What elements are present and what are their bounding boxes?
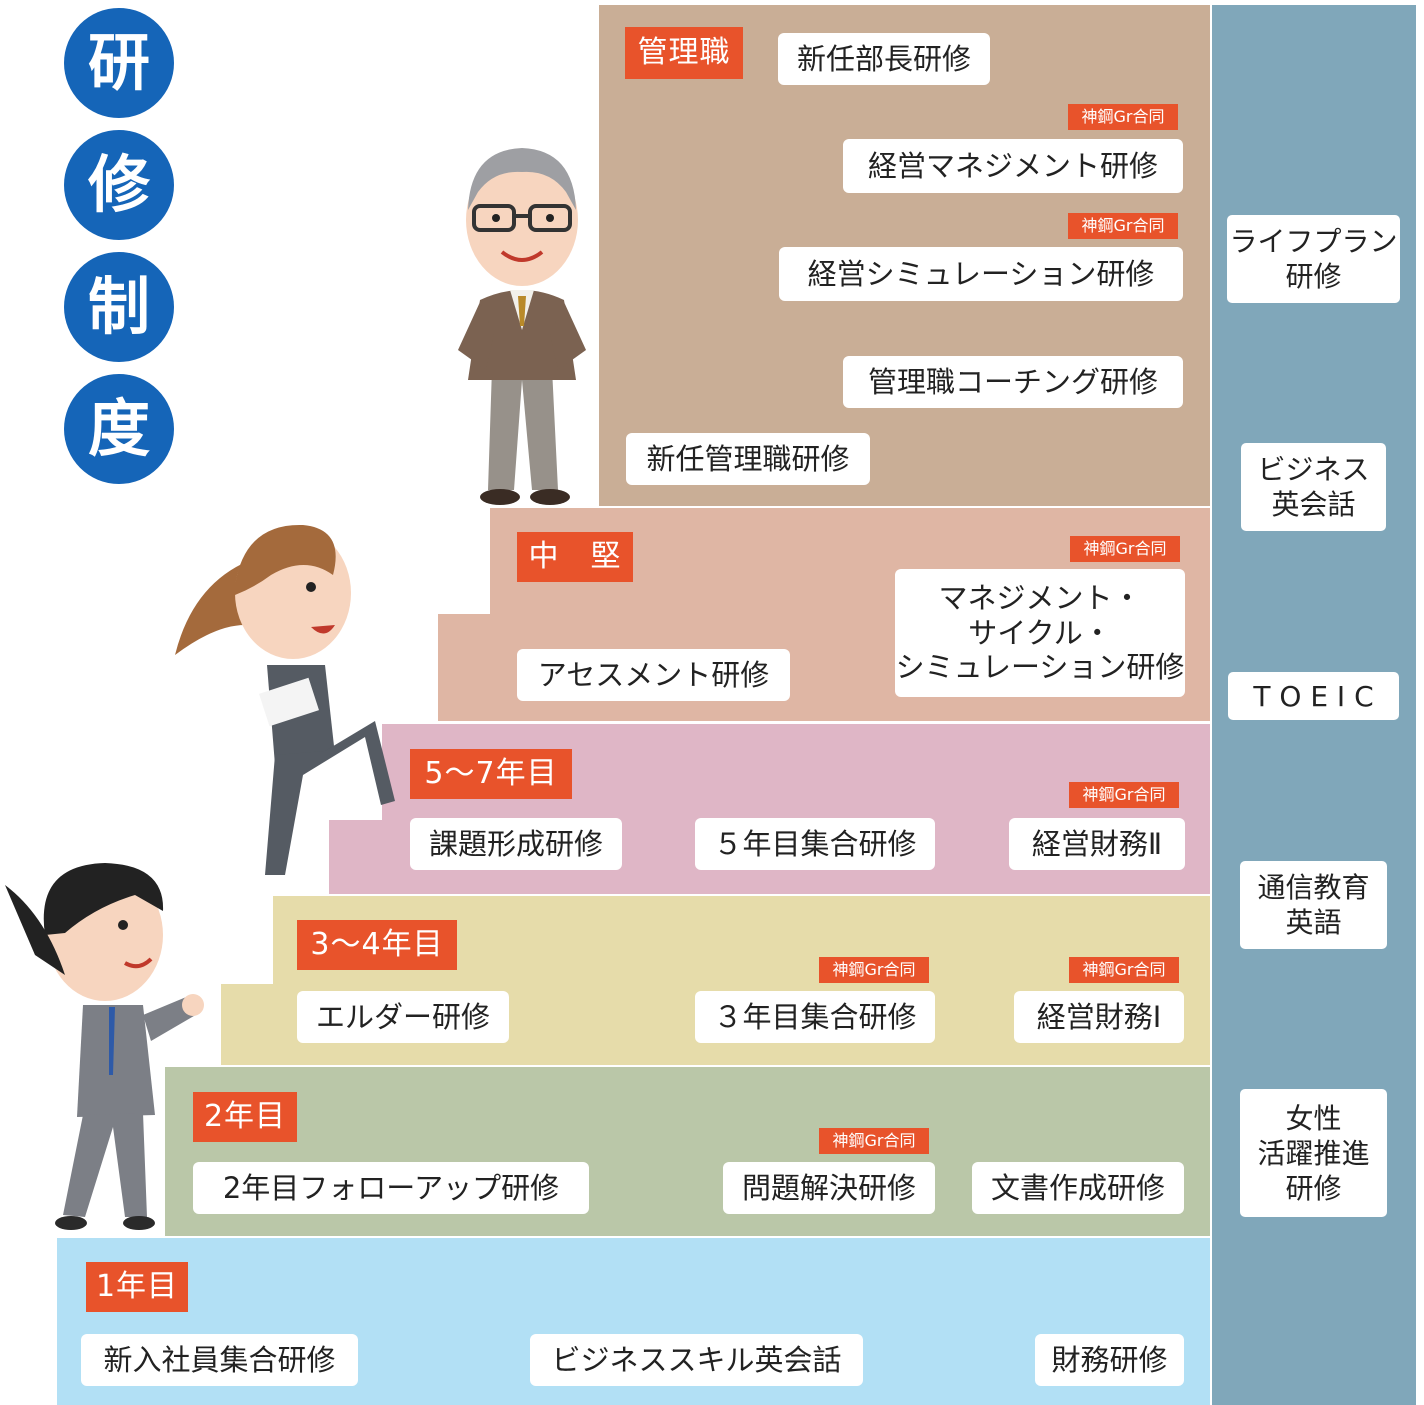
- side-line: ライフプラン: [1229, 225, 1398, 258]
- side-line: 通信教育: [1257, 871, 1370, 904]
- side-line: 研修: [1285, 1171, 1342, 1205]
- side-line: 英会話: [1271, 488, 1356, 521]
- item-3rd-year-group: ３年目集合研修: [695, 991, 935, 1043]
- title-char-1: 研: [64, 8, 174, 118]
- side-line: 女性: [1285, 1101, 1342, 1135]
- item-problem-solving: 問題解決研修: [723, 1162, 935, 1214]
- item-document-writing: 文書作成研修: [972, 1162, 1184, 1214]
- item-manager-coaching: 管理職コーチング研修: [843, 356, 1183, 408]
- title-char-4: 度: [64, 374, 174, 484]
- title-char-3: 制: [64, 252, 174, 362]
- tag-3-4-years: 3～4年目: [297, 920, 457, 970]
- item-2nd-year-followup: 2年目フォローアップ研修: [193, 1162, 589, 1214]
- item-management-simulation: 経営シミュレーション研修: [779, 247, 1183, 301]
- side-line: ビジネス: [1257, 453, 1370, 486]
- step-5-7-lower: [329, 820, 389, 894]
- badge-kobelco-group: 神鋼Gr合同: [819, 957, 929, 983]
- tag-5-7-years: 5～7年目: [410, 749, 572, 799]
- badge-kobelco-group: 神鋼Gr合同: [819, 1128, 929, 1154]
- tag-mid: 中 堅: [517, 532, 633, 582]
- item-finance-training: 財務研修: [1035, 1334, 1184, 1386]
- side-correspondence-english: 通信教育 英語: [1240, 861, 1387, 949]
- badge-kobelco-group: 神鋼Gr合同: [1068, 213, 1178, 239]
- item-new-general-manager: 新任部長研修: [778, 33, 990, 85]
- side-life-plan: ライフプラン 研修: [1227, 215, 1400, 303]
- side-line: 研修: [1285, 260, 1342, 293]
- item-management-training: 経営マネジメント研修: [843, 139, 1183, 193]
- item-management-cycle-simulation: マネジメント・ サイクル・ シミュレーション研修: [895, 569, 1185, 697]
- tag-management: 管理職: [625, 27, 743, 79]
- item-line-3: シミュレーション研修: [895, 650, 1185, 685]
- tag-2-years: 2年目: [193, 1092, 297, 1142]
- badge-kobelco-group: 神鋼Gr合同: [1068, 104, 1178, 130]
- item-finance-1: 経営財務Ⅰ: [1014, 991, 1184, 1043]
- male-employee-illustration: [5, 863, 204, 1230]
- item-assessment: アセスメント研修: [517, 649, 790, 701]
- side-line: 活躍推進: [1257, 1136, 1370, 1170]
- item-problem-formation: 課題形成研修: [410, 818, 622, 870]
- badge-kobelco-group: 神鋼Gr合同: [1070, 536, 1180, 562]
- item-finance-2: 経営財務Ⅱ: [1009, 818, 1185, 870]
- senior-manager-illustration: [458, 148, 586, 505]
- item-line-2: サイクル・: [968, 615, 1112, 650]
- item-new-manager: 新任管理職研修: [626, 433, 870, 485]
- side-toeic: T O E I C: [1228, 672, 1399, 720]
- badge-kobelco-group: 神鋼Gr合同: [1069, 782, 1179, 808]
- item-new-employee-group: 新入社員集合研修: [81, 1334, 358, 1386]
- side-business-english: ビジネス 英会話: [1241, 443, 1386, 531]
- item-elder: エルダー研修: [297, 991, 509, 1043]
- item-business-skill-english: ビジネススキル英会話: [530, 1334, 863, 1386]
- title-char-2: 修: [64, 130, 174, 240]
- item-line-1: マネジメント・: [938, 580, 1142, 615]
- tag-1-year: 1年目: [86, 1262, 188, 1312]
- side-line: 英語: [1285, 906, 1342, 939]
- badge-kobelco-group: 神鋼Gr合同: [1069, 957, 1179, 983]
- female-employee-illustration: [175, 524, 395, 875]
- side-line: T O E I C: [1253, 679, 1374, 713]
- item-5th-year-group: ５年目集合研修: [695, 818, 935, 870]
- side-women-promotion: 女性 活躍推進 研修: [1240, 1089, 1387, 1217]
- step-mid-lower: [438, 614, 498, 721]
- step-3-4-lower: [221, 984, 281, 1065]
